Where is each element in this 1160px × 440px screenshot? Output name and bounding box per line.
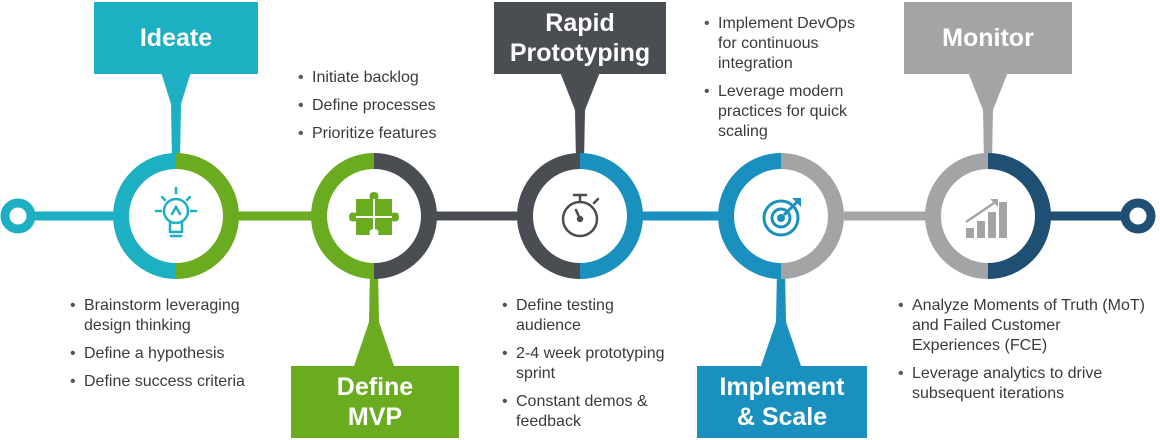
stage-label-line: & Scale [736,403,828,431]
bullet-item: Leverage analytics to drive subsequent i… [898,364,1148,404]
stem-implement-scale [761,270,801,366]
timeline-start-node [0,198,36,234]
stem-rapid-prototyping [560,72,600,162]
stage-label-line: Prototyping [509,39,651,67]
bullet-item: Define testing audience [502,296,682,336]
ring-monitor [925,153,1051,279]
stage-label-ideate: Ideate [94,2,258,74]
stage-label-implement-scale: Implement & Scale [697,366,867,438]
bullets-define-mvp: Initiate backlog Define processes Priori… [298,68,478,152]
bullet-item: Define a hypothesis [70,344,290,364]
bullet-item: Define success criteria [70,372,290,392]
ring-ideate [113,153,239,279]
stage-label-line: Ideate [139,24,213,52]
stage-label-monitor: Monitor [904,2,1072,74]
bullet-item: Analyze Moments of Truth (MoT) and Faile… [898,296,1148,356]
bullet-item: Initiate backlog [298,68,478,88]
bullet-item: Implement DevOps for continuous integrat… [704,14,874,74]
bullet-item: 2-4 week prototyping sprint [502,344,682,384]
stopwatch-icon [561,193,600,238]
stem-ideate [156,56,196,162]
stem-monitor [968,72,1008,162]
puzzle-icon [349,192,399,235]
ring-implement-scale [718,153,844,279]
stage-label-line: Monitor [942,24,1034,52]
stem-define-mvp [354,270,394,366]
lightbulb-icon [154,186,198,238]
stage-label-rapid-prototyping: Rapid Prototyping [494,2,666,74]
bullet-item: Leverage modern practices for quick scal… [704,82,874,142]
ring-rapid-prototyping [517,153,643,279]
target-icon [762,198,801,237]
timeline-end-node [1120,198,1156,234]
growth-chart-icon [965,199,1007,238]
bullet-item: Prioritize features [298,124,478,144]
ring-define-mvp [311,153,437,279]
stage-label-line: Rapid [545,9,615,37]
stage-label-line: Implement [719,373,845,401]
bullet-item: Constant demos & feedback [502,392,682,432]
stage-label-line: Define [336,373,414,401]
bullets-rapid-prototyping: Define testing audience 2-4 week prototy… [502,296,682,440]
bullet-item: Brainstorm leveraging design thinking [70,296,290,336]
stage-label-define-mvp: Define MVP [291,366,459,438]
bullet-item: Define processes [298,96,478,116]
bullets-ideate: Brainstorm leveraging design thinking De… [70,296,290,400]
bullets-monitor: Analyze Moments of Truth (MoT) and Faile… [898,296,1148,412]
stage-label-line: MVP [347,403,403,431]
bullets-implement-scale: Implement DevOps for continuous integrat… [704,14,874,150]
